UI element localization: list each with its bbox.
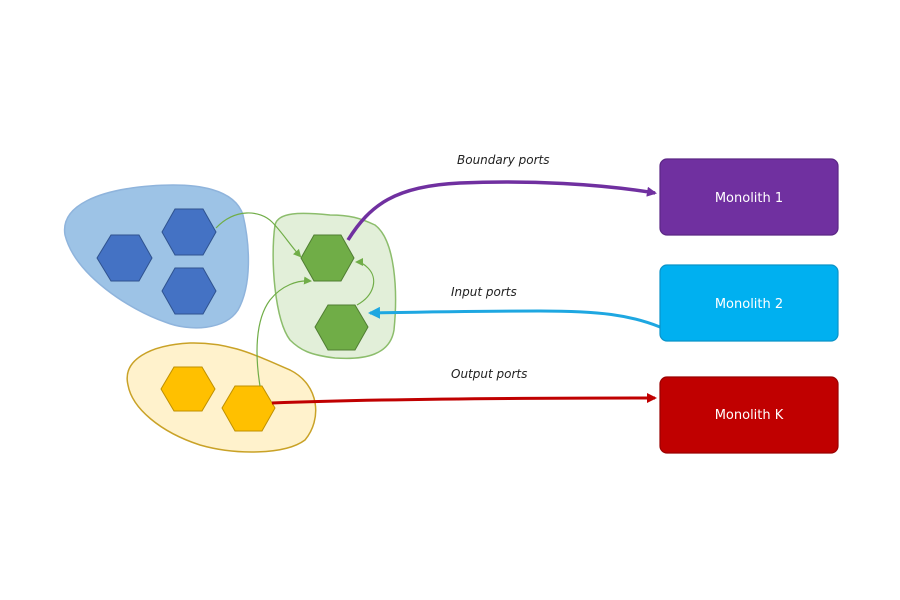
internal-link-blue-to-green <box>215 212 302 258</box>
green-service-group <box>272 212 397 360</box>
boundary-port-arrow[interactable] <box>346 180 657 241</box>
input-ports-label: Input ports <box>451 285 517 299</box>
blue-service-hexagon[interactable] <box>161 208 217 256</box>
monolith-1-box[interactable]: Monolith 1 <box>659 158 839 236</box>
monolith-1-label: Monolith 1 <box>715 191 783 206</box>
monolith-2-label: Monolith 2 <box>715 297 783 312</box>
internal-link-yellow-to-green <box>256 276 312 387</box>
yellow-group-blob <box>126 342 317 453</box>
yellow-service-hexagon[interactable] <box>221 385 276 432</box>
input-port-arrow[interactable] <box>368 306 661 329</box>
boundary-ports-label: Boundary ports <box>457 153 549 167</box>
green-service-hexagon[interactable] <box>314 304 369 351</box>
blue-group-blob <box>63 184 250 329</box>
internal-link-green-to-green <box>355 258 375 306</box>
output-ports-label: Output ports <box>451 367 527 381</box>
blue-service-hexagon[interactable] <box>96 234 153 282</box>
green-service-hexagon[interactable] <box>300 234 355 282</box>
output-port-arrow[interactable] <box>271 393 657 405</box>
blue-service-group <box>63 184 250 329</box>
blue-service-hexagon[interactable] <box>161 267 217 315</box>
monolith-k-box[interactable]: Monolith K <box>659 376 839 454</box>
yellow-service-hexagon[interactable] <box>160 366 216 412</box>
monolith-k-label: Monolith K <box>715 408 784 423</box>
yellow-service-group <box>126 342 317 453</box>
monolith-2-box[interactable]: Monolith 2 <box>659 264 839 342</box>
